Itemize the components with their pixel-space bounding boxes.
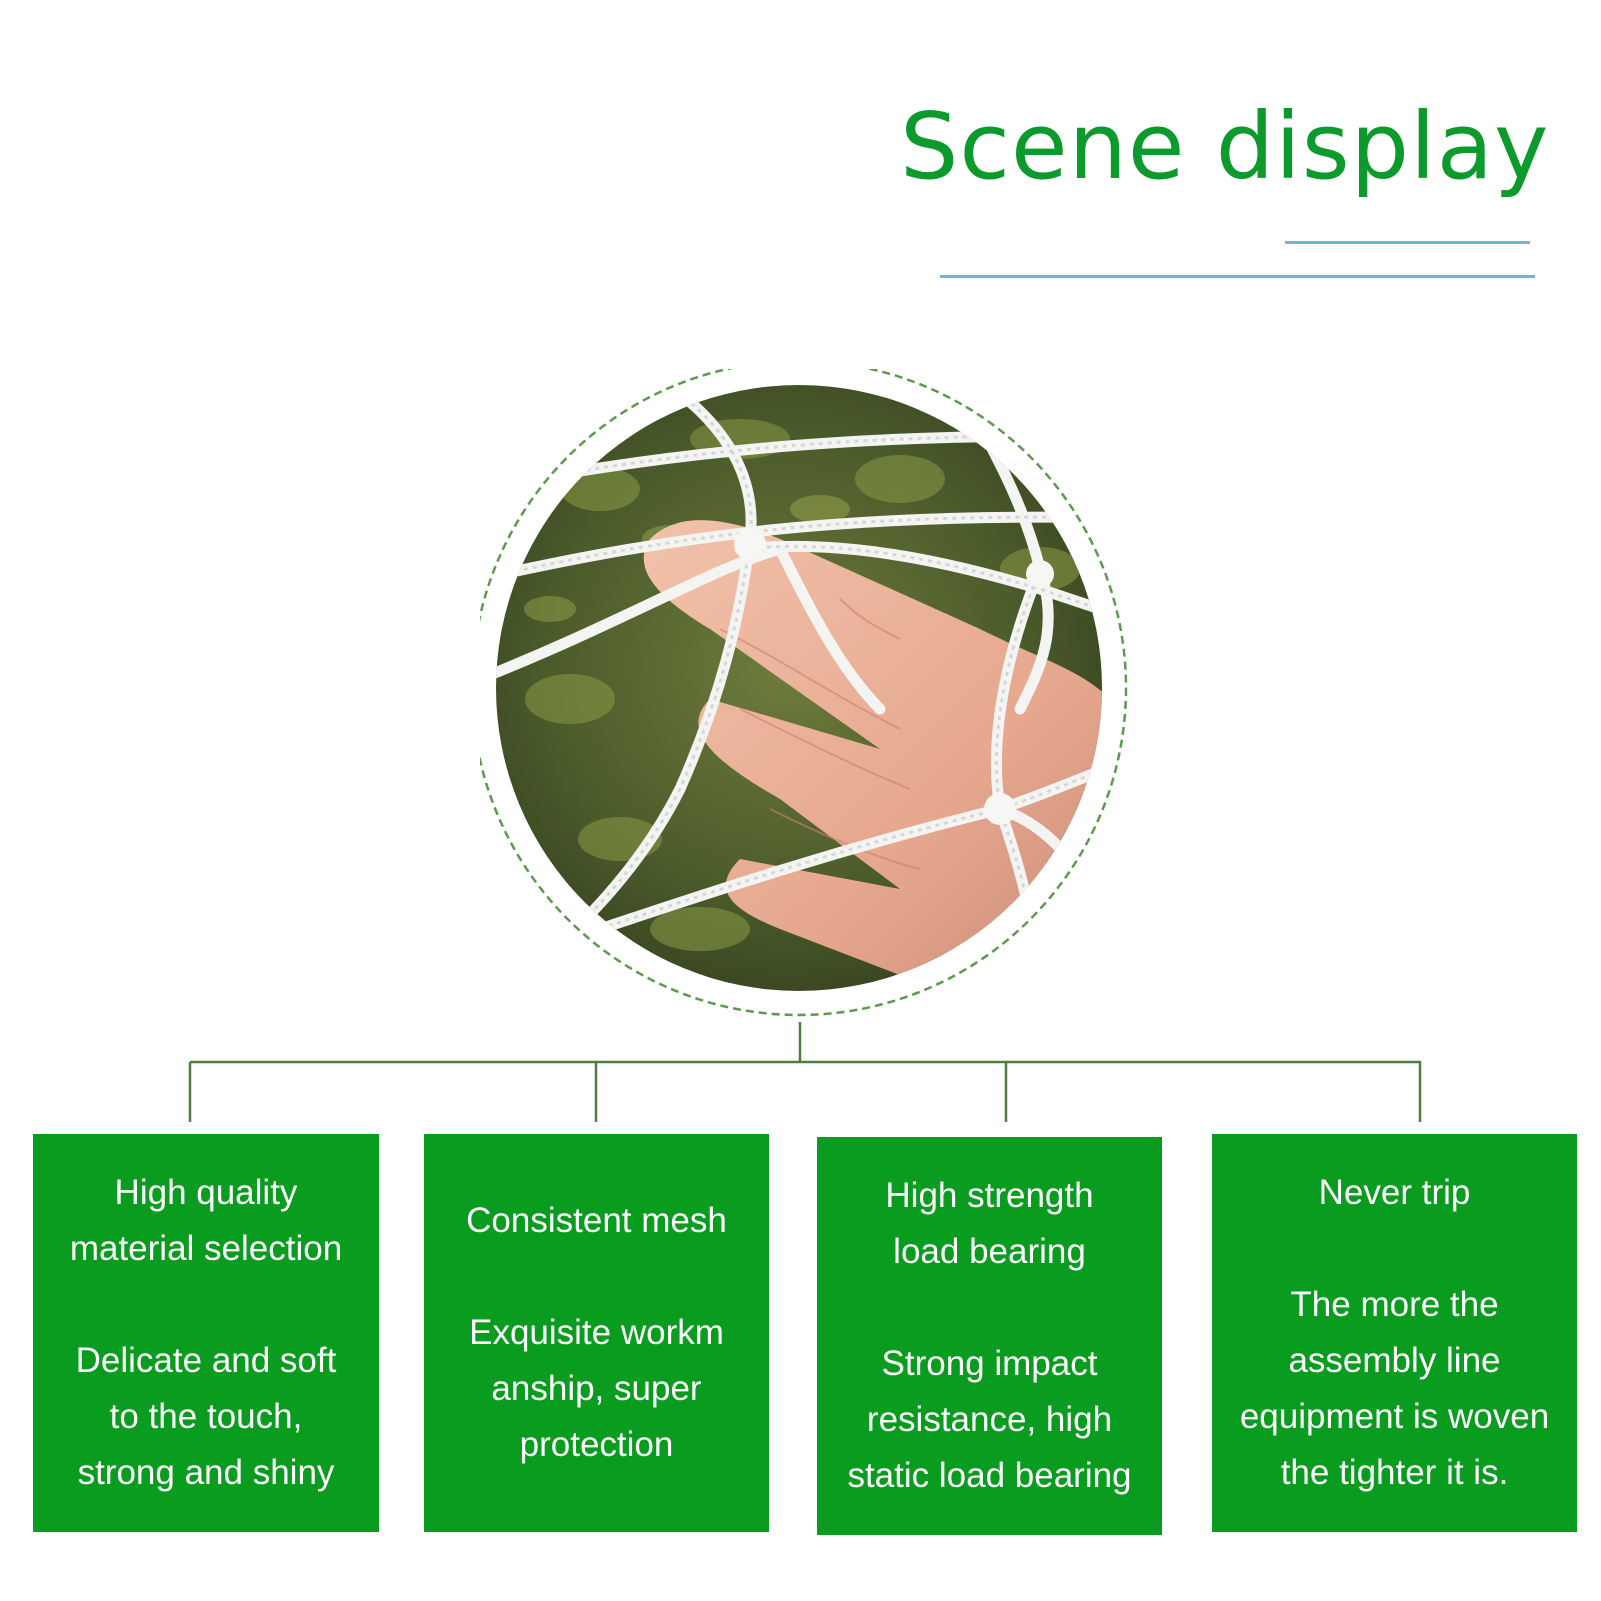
feature-body-line: Strong impact [881, 1344, 1098, 1383]
feature-heading-line: load bearing [893, 1232, 1086, 1271]
page-title: Scene display [900, 93, 1550, 200]
feature-body-line: resistance, high [866, 1400, 1113, 1439]
feature-body-line: Delicate and soft [75, 1341, 337, 1380]
feature-heading-line: Consistent mesh [466, 1201, 727, 1240]
feature-body-line: strong and shiny [77, 1453, 335, 1492]
net-in-hand-photo [480, 369, 1160, 1029]
feature-heading-line: Never trip [1318, 1173, 1471, 1212]
feature-body-line: anship, super [491, 1369, 702, 1408]
feature-card-material: High quality material selection Delicate… [33, 1134, 379, 1532]
feature-body-line: equipment is woven [1239, 1397, 1550, 1436]
feature-heading-line: material selection [69, 1229, 343, 1268]
feature-body-line: Exquisite workm [469, 1313, 724, 1352]
feature-body-line: to the touch, [109, 1397, 303, 1436]
feature-body-line: The more the [1290, 1285, 1499, 1324]
feature-card-never-trip: Never trip The more the assembly line eq… [1212, 1134, 1577, 1532]
feature-card-mesh: Consistent mesh Exquisite workm anship, … [424, 1134, 769, 1532]
feature-heading-line: High quality [114, 1173, 298, 1212]
feature-heading-line: High strength [885, 1176, 1094, 1215]
title-underline-short [1285, 241, 1530, 244]
feature-body-line: the tighter it is. [1280, 1453, 1509, 1492]
feature-body-line: assembly line [1288, 1341, 1501, 1380]
feature-card-strength: High strength load bearing Strong impact… [817, 1137, 1162, 1535]
feature-body-line: protection [519, 1425, 674, 1464]
title-underline-long [940, 275, 1535, 278]
feature-body-line: static load bearing [847, 1456, 1132, 1495]
